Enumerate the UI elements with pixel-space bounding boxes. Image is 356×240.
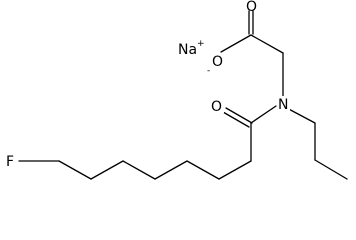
carboxyl-oxygen-single: O — [212, 54, 223, 70]
amide-oxygen-atom: O — [211, 99, 222, 115]
bond-chain-7 — [58, 160, 92, 180]
bond-amide-c-o-a — [225, 107, 253, 124]
fluorine-atom: F — [6, 154, 14, 170]
carboxyl-oxygen-charge: - — [207, 66, 210, 76]
bond-chain-4 — [154, 160, 188, 180]
molecule-structure: Na + O O - N O F — [5, 0, 348, 180]
bond-propyl-2-3 — [314, 159, 348, 180]
bond-n-amide-c — [250, 105, 277, 124]
nitrogen-atom: N — [278, 97, 288, 113]
bond-chain-6 — [90, 160, 124, 180]
counterion-charge: + — [197, 39, 205, 49]
bond-c1-o-minus — [220, 34, 252, 53]
bond-amide-c-o-b — [222, 111, 250, 128]
structure-canvas: Na + O O - N O F — [5, 0, 348, 180]
bond-c1-ch2 — [250, 34, 284, 54]
bond-chain-3 — [186, 160, 220, 180]
carboxyl-oxygen-double: O — [246, 0, 257, 15]
bond-chain-2 — [218, 160, 252, 180]
bond-chain-5 — [122, 160, 156, 180]
counterion-symbol: Na — [178, 42, 197, 58]
